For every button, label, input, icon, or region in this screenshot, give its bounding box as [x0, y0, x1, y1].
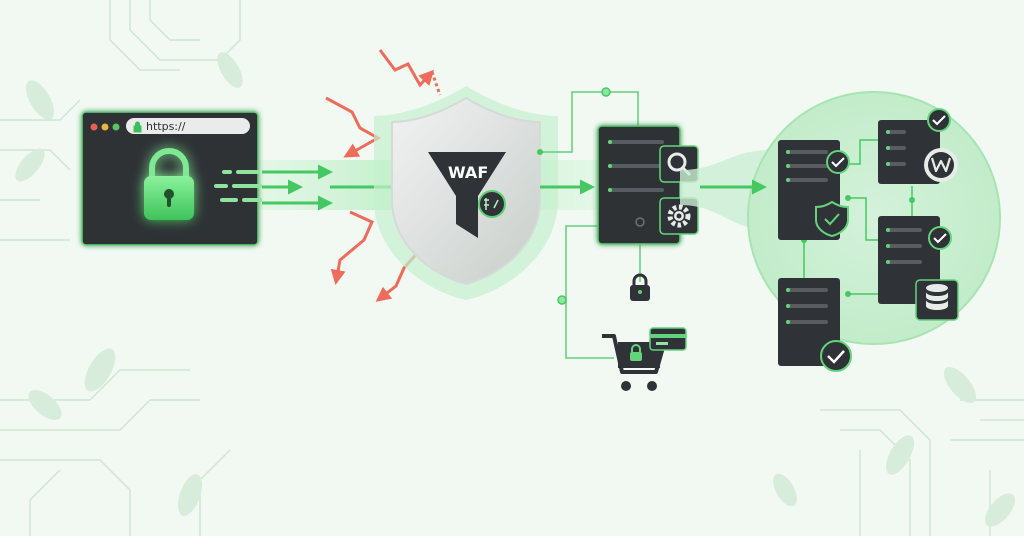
maximize-dot — [112, 123, 120, 131]
funnel-filter-icon — [428, 152, 506, 238]
connector-node — [537, 149, 543, 155]
credit-card-icon — [649, 327, 687, 351]
address-lock-icon — [133, 121, 142, 133]
check-circle-icon — [927, 108, 951, 132]
wordpress-icon — [924, 148, 958, 182]
address-url: https:// — [146, 120, 186, 133]
cluster-server — [778, 278, 840, 366]
connector-node — [909, 197, 915, 203]
waf-shield: WAF — [374, 86, 558, 300]
leaf-decoration — [15, 52, 1015, 527]
check-circle-icon — [928, 226, 952, 250]
waf-label: WAF — [448, 163, 488, 182]
gear-icon — [659, 197, 699, 235]
filter-badge — [478, 190, 506, 218]
connector-node — [845, 291, 851, 297]
connector-node — [557, 295, 567, 305]
encrypted-traffic — [214, 164, 413, 211]
check-circle-icon — [826, 150, 850, 174]
connector-node — [845, 195, 851, 201]
close-dot — [90, 123, 98, 131]
connector-node — [601, 87, 611, 97]
padlock-icon — [630, 273, 650, 301]
minimize-dot — [101, 123, 109, 131]
browser-lock-icon — [144, 148, 194, 220]
check-circle-icon — [820, 340, 852, 372]
database-icon — [915, 279, 959, 321]
shield-icon — [815, 200, 849, 238]
address-bar[interactable] — [126, 118, 250, 134]
